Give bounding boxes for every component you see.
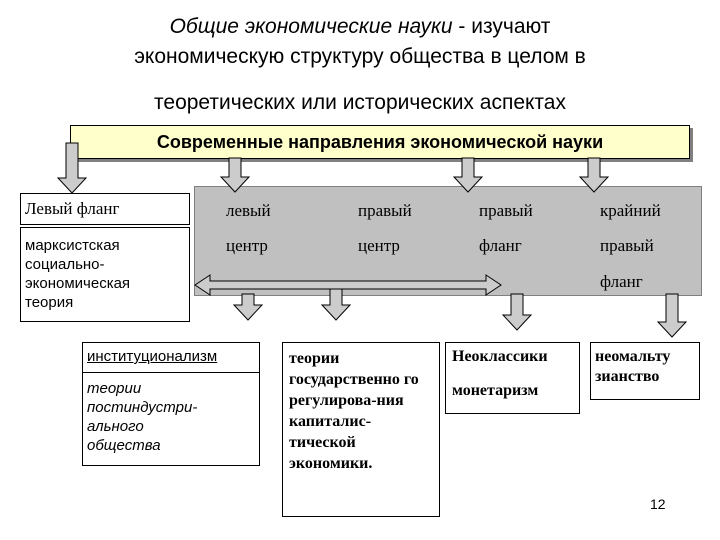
institutionalism-text: теории постиндустри-ального общества [87, 380, 198, 454]
spectrum-col-2-line-2: центр [358, 236, 400, 255]
government-regulation-box: теории государственно го регулирова-ния … [282, 342, 440, 517]
spectrum-col-4-line-3: фланг [600, 272, 643, 291]
arrow-to-neoclassics [501, 293, 533, 331]
spectrum-col-2-line-1: правый [358, 201, 412, 220]
spectrum-col-1-line-2: центр [226, 236, 268, 255]
institutionalism-box: институционализм теории постиндустри-аль… [82, 342, 260, 466]
page-number: 12 [650, 496, 666, 512]
banner: Современные направления экономической на… [70, 125, 690, 159]
left-flank-header-box: Левый фланг [20, 193, 190, 225]
spectrum-col-3-line-2: фланг [479, 236, 522, 255]
arrow-to-neomalthusianism [656, 293, 688, 338]
arrow-banner-mid-left [219, 157, 251, 193]
government-regulation-text: теории государственно го регулирова-ния … [289, 350, 419, 472]
arrow-banner-mid-right [452, 157, 484, 193]
spectrum-col-3-line-1: правый [479, 201, 533, 220]
arrow-to-institutionalism [232, 293, 264, 321]
spectrum-col-4-line-1: крайний [600, 201, 661, 220]
institutionalism-heading: институционализм [87, 348, 218, 365]
title-emphasis: Общие экономические науки [169, 15, 453, 38]
arrow-banner-left [56, 142, 88, 194]
left-flank-theory: марксистская социально-экономическая тео… [25, 237, 131, 311]
neomalthusianism-text: неомальту зианство [595, 348, 671, 385]
neoclassics-heading: Неоклассики [452, 348, 548, 365]
title-line-1: Общие экономические науки - изучают [0, 14, 720, 40]
arrow-banner-right [578, 157, 610, 193]
spectrum-col-1-line-1: левый [226, 201, 271, 220]
title-line-2: экономическую структуру общества в целом… [134, 45, 586, 68]
double-arrow-horizontal [194, 274, 502, 296]
neoclassics-text: монетаризм [452, 382, 539, 399]
title-rest: - изучают [452, 15, 551, 38]
neomalthusianism-box: неомальту зианство [590, 342, 700, 400]
left-flank-header: Левый фланг [25, 199, 120, 218]
left-flank-theory-box: марксистская социально-экономическая тео… [20, 227, 190, 322]
arrow-to-government [320, 288, 352, 321]
neoclassics-box: Неоклассики монетаризм [445, 342, 580, 414]
title-line-3: теоретических или исторических аспектах [154, 91, 566, 114]
spectrum-col-4-line-2: правый [600, 236, 654, 255]
spectrum-panel [194, 186, 702, 296]
